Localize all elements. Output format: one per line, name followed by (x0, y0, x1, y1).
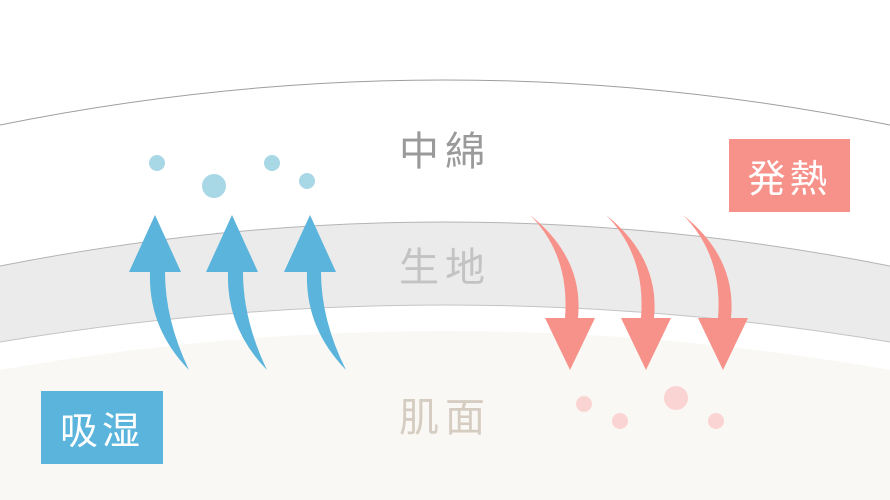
droplet (149, 155, 165, 171)
fabric-bottom-line (0, 304, 890, 343)
droplet (264, 155, 280, 171)
heat-dot (708, 413, 724, 429)
droplet (202, 174, 226, 198)
heat-arrow-down-1-icon (530, 215, 595, 370)
moisture-arrow-up-3-icon (284, 215, 346, 370)
moisture-arrows (129, 215, 346, 370)
padding-layer-label: 中綿 (399, 129, 491, 175)
heat-arrow-down-3-icon (683, 215, 748, 370)
fabric-top-line (0, 221, 890, 267)
moisture-arrow-up-2-icon (206, 215, 267, 370)
droplet (299, 173, 315, 189)
skin-surface-area (0, 331, 890, 500)
heat-dot (576, 396, 592, 412)
heat-arrows (530, 215, 748, 370)
heat-dots (576, 386, 724, 429)
moisture-droplets (149, 155, 315, 198)
heat-dot (612, 413, 628, 429)
heat-dot (664, 386, 688, 410)
padding-top-line (0, 79, 890, 126)
skin-layer-label: 肌面 (399, 395, 491, 441)
moisture-absorption-badge: 吸湿 (41, 391, 163, 464)
heat-arrow-down-2-icon (606, 215, 671, 370)
moisture-arrow-up-1-icon (129, 215, 189, 370)
heat-generation-badge: 発熱 (729, 139, 850, 212)
fabric-layer-label: 生地 (399, 245, 491, 291)
